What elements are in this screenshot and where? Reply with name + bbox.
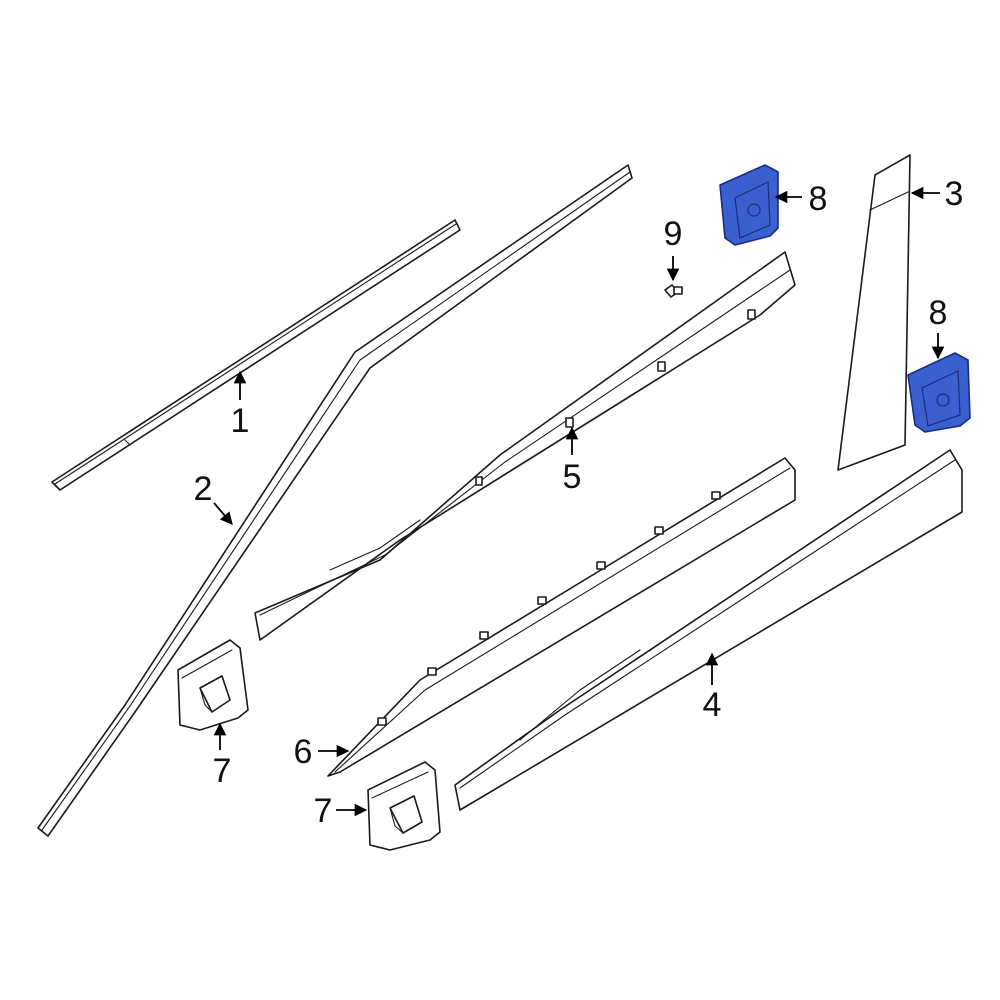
callout-2: 2 (194, 470, 213, 508)
callout-6: 6 (294, 733, 313, 771)
part-6-rocker-trim[interactable] (327, 457, 796, 777)
callout-4: 4 (703, 686, 722, 724)
part-1-belt-molding[interactable] (51, 219, 461, 491)
part-2-roof-molding[interactable] (37, 164, 633, 837)
part-9-screw[interactable] (664, 284, 683, 298)
callout-3: 3 (945, 175, 964, 213)
callout-labels: 1 2 3 4 5 6 7 7 8 8 9 (194, 175, 964, 830)
part-8-clip-lower-highlighted[interactable] (907, 352, 971, 433)
callout-7-upper: 7 (213, 752, 232, 790)
highlight-shape (907, 352, 971, 433)
callout-8-lower: 8 (929, 294, 948, 332)
part-8-clip-upper-highlighted[interactable] (719, 164, 779, 246)
part-7-clip-upper[interactable] (177, 639, 249, 731)
leader-arrows (213, 186, 945, 817)
callout-5: 5 (563, 458, 582, 496)
callout-8-upper: 8 (809, 180, 828, 218)
callout-1: 1 (231, 402, 250, 440)
highlight-shape (719, 164, 779, 246)
part-5-door-molding[interactable] (254, 251, 796, 641)
callout-9: 9 (664, 215, 683, 253)
callout-7-lower: 7 (314, 792, 333, 830)
part-3-pillar-applique[interactable] (837, 154, 911, 471)
part-7-clip-lower[interactable] (367, 761, 441, 851)
part-4-sill-molding[interactable] (454, 449, 963, 811)
arrow-2 (213, 502, 233, 525)
